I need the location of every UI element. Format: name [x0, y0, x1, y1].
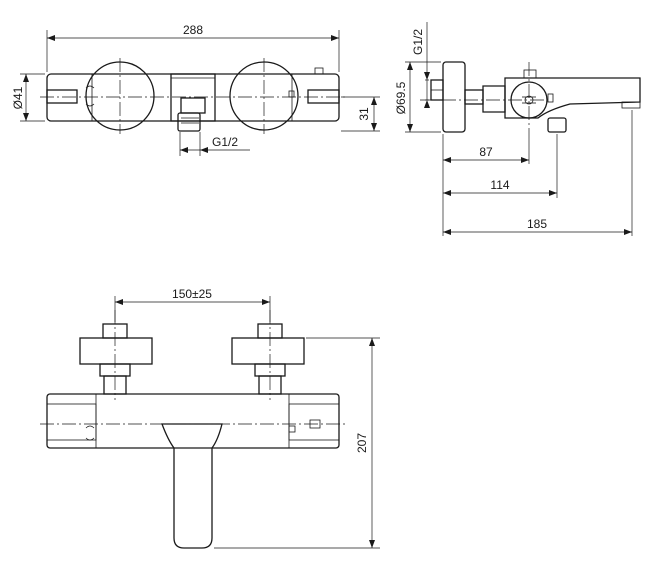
- dim-width-label: 288: [183, 23, 203, 37]
- bottom-dimensions: 150±25 207: [114, 287, 380, 549]
- dim-outlet-thread-label: G1/2: [212, 135, 238, 149]
- side-dimensions: G1/2 Ø69.5 87 114 185: [394, 22, 633, 236]
- side-view: [420, 61, 641, 138]
- dim-height-label: 207: [355, 433, 369, 453]
- bottom-view: [40, 310, 346, 549]
- dim-depth-label: 31: [357, 107, 371, 121]
- front-dimensions: 288 Ø41 31 G1/2: [11, 23, 380, 156]
- dim-body-diameter-label: Ø41: [11, 86, 25, 109]
- dim-inlet-thread-label: G1/2: [411, 29, 425, 55]
- dim-inlet-spacing-label: 150±25: [172, 287, 212, 301]
- dim-overall-depth-label: 185: [527, 217, 547, 231]
- dim-offset-a-label: 87: [479, 145, 493, 159]
- dim-offset-b-label: 114: [490, 178, 509, 192]
- front-view: [40, 58, 346, 134]
- dim-handle-diameter-label: Ø69.5: [394, 81, 408, 114]
